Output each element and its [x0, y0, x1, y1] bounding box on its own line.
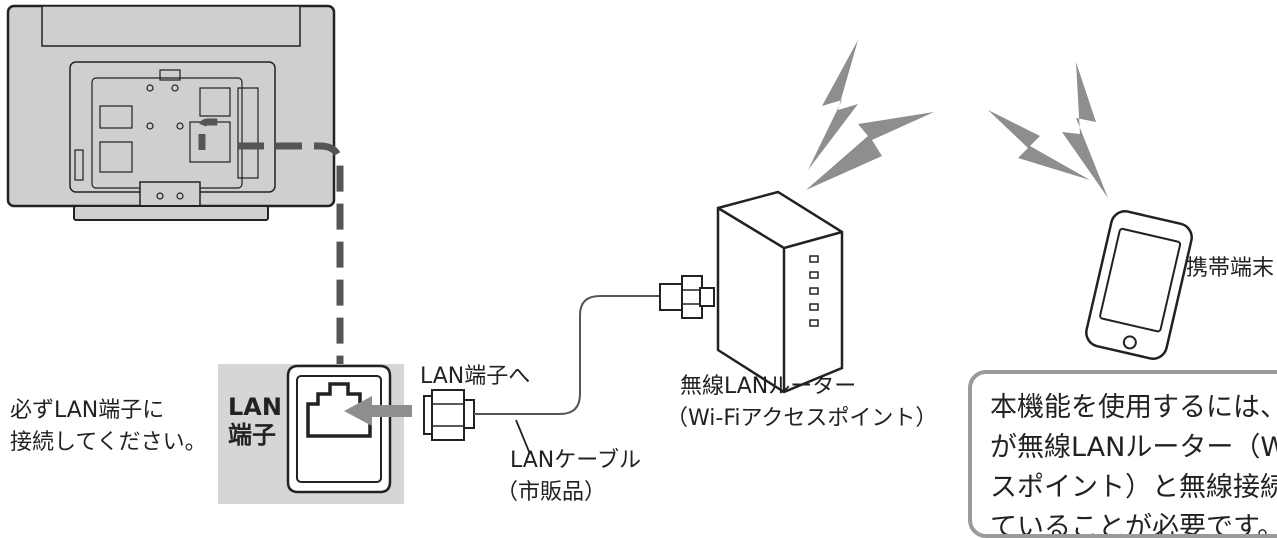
mobile-label: 携帯端末 [1186, 256, 1275, 281]
lan-plug-left [423, 389, 475, 441]
note-line-2: が無線LANルーター（Wi [990, 432, 1277, 463]
signal-bolt-3 [988, 110, 1090, 180]
instruction-line2: 接続してください。 [10, 430, 207, 455]
cable-label-line2: （市販品） [496, 480, 607, 505]
cable-label-line1: LANケーブル [510, 448, 641, 473]
router-label-line1: 無線LANルーター [680, 374, 857, 399]
note-box: 本機能を使用するには、 が無線LANルーター（Wi スポイント）と無線接続 てい… [968, 370, 1277, 538]
tv-stand-base [73, 205, 269, 221]
lan-terminal-label-line2: 端子 [228, 421, 276, 449]
mobile-phone [1085, 210, 1193, 360]
tv-rear-view [6, 4, 336, 221]
router-led-2 [809, 271, 819, 279]
tv-vent-2 [99, 141, 133, 173]
note-line-4: ていることが必要です。 [990, 512, 1277, 538]
signal-bolt-2 [806, 112, 934, 190]
router-label-line2: （Wi-Fiアクセスポイント） [666, 406, 938, 431]
instruction-line1: 必ずLAN端子に [10, 398, 165, 423]
to-lan-label: LAN端子へ [420, 364, 531, 389]
lan-plug-right [659, 275, 715, 319]
lan-terminal-panel [218, 364, 404, 504]
tv-top-connector [159, 69, 181, 81]
diagram-stage: 携帯端末 無線LANルーター （Wi-Fiアクセスポイント） LAN端子へ LA… [6, 4, 1277, 538]
insert-arrow [344, 396, 412, 426]
router-led-3 [809, 287, 819, 295]
connection-diagram [6, 4, 1193, 504]
cable-leader-line [515, 419, 531, 455]
signal-bolt-4 [1062, 62, 1108, 198]
tv-vent-1 [99, 105, 133, 129]
tv-stand-neck [139, 181, 201, 207]
wireless-router [716, 190, 844, 394]
router-led-4 [809, 303, 819, 311]
lan-terminal-label-line1: LAN [228, 393, 282, 421]
tv-side-ports [237, 87, 259, 179]
router-led-1 [809, 255, 819, 263]
router-led-5 [809, 319, 819, 327]
tv-port-block [199, 87, 231, 117]
signal-bolt-1 [808, 40, 858, 170]
note-line-3: スポイント）と無線接続 [990, 472, 1277, 503]
lan-cable [474, 295, 664, 415]
note-line-1: 本機能を使用するには、 [990, 392, 1277, 423]
tv-top-panel [41, 5, 301, 47]
